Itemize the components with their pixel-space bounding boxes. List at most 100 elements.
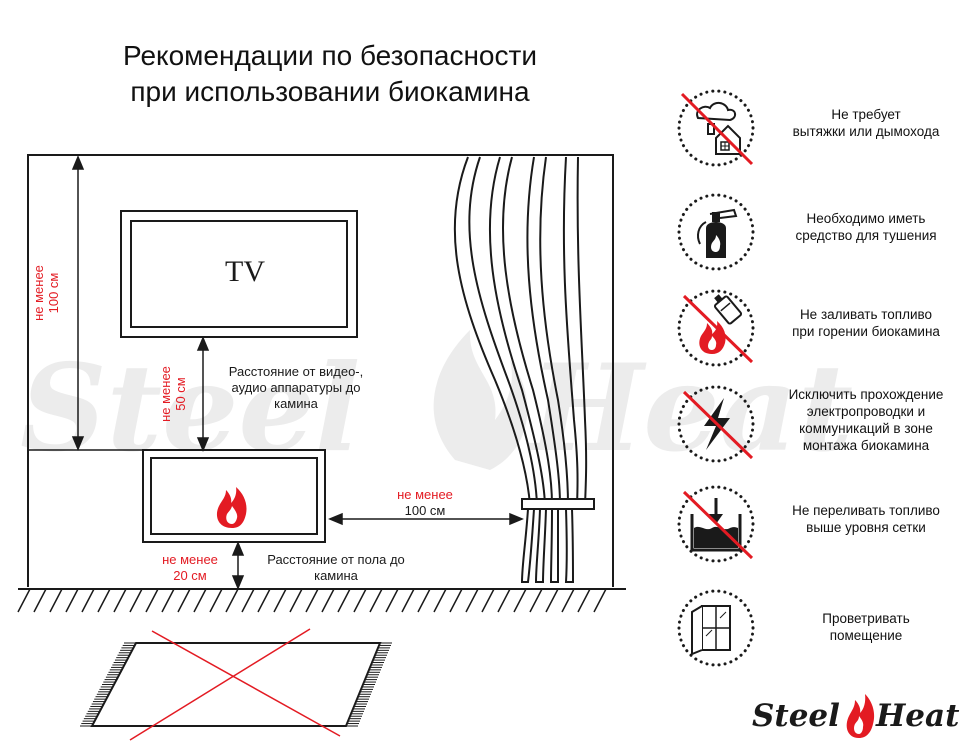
floor-hatch-line [433, 588, 447, 613]
tv-gap-min-label: не менее [158, 366, 173, 422]
wall-height-value: 100 см [46, 272, 61, 314]
tv-gap-label: не менее 50 см [158, 354, 192, 434]
floor-hatch-line [65, 588, 79, 613]
steel-heat-watermark: Steel Heat [20, 330, 853, 479]
rule-text-line: коммуникаций в зоне [799, 421, 933, 436]
height-dimension-line [28, 155, 143, 451]
floor-hatch-line [321, 588, 335, 613]
floor-hatch-line [417, 588, 431, 613]
fireplace-flame-icon [216, 487, 247, 528]
rule-text: Не требует вытяжки или дымохода [764, 106, 968, 140]
tv-frame [120, 210, 358, 338]
floor-hatch-line [497, 588, 511, 613]
curtain-gap-min-label: не менее [397, 487, 453, 502]
floor-hatch-line [465, 588, 479, 613]
floor-hatch-line [513, 588, 527, 613]
rule-text-line: Исключить прохождение [788, 387, 944, 402]
ventilate-window-icon [677, 589, 755, 667]
rule-text: Не заливать топливо при горении биокамин… [764, 306, 968, 340]
floor-hatch-line [529, 588, 543, 613]
floor-hatch-line [81, 588, 95, 613]
floor-hatch-line [337, 588, 351, 613]
no-refuel-while-burning-icon [677, 289, 755, 367]
biofireplace-frame [142, 449, 326, 543]
logo-word-heat: Heat [876, 698, 960, 734]
floor-hatch-line [561, 588, 575, 613]
floor-hatch-line [49, 588, 63, 613]
rule-item: Не заливать топливо при горении биокамин… [668, 288, 968, 388]
rule-text-line: монтажа биокамина [802, 438, 930, 453]
floor-hatch-line [289, 588, 303, 613]
floor-hatch-line [177, 588, 191, 613]
rule-text: Проветривать помещение [764, 610, 968, 644]
rule-text: Не переливать топливо выше уровня сетки [764, 502, 968, 536]
no-electrical-wiring-icon [677, 385, 755, 463]
steel-heat-logo: Steel Heat [752, 690, 962, 742]
floor-hatch-line [17, 588, 31, 613]
rule-item: Исключить прохождение электропроводки и … [668, 384, 968, 484]
rule-text-line: помещение [829, 628, 903, 643]
floor-hatch-line [369, 588, 383, 613]
wall-height-min-label: не менее [31, 265, 46, 321]
rule-text: Исключить прохождение электропроводки и … [764, 386, 968, 454]
rule-text-line: выше уровня сетки [806, 520, 926, 535]
floor-hatch-line [241, 588, 255, 613]
rule-item: Не требует вытяжки или дымохода [668, 88, 968, 188]
no-chimney-icon [677, 89, 755, 167]
floor-hatch-line [449, 588, 463, 613]
title-line-2: при использовании биокамина [130, 76, 530, 107]
floor-hatch-line [353, 588, 367, 613]
floor-gap-dimension-line [231, 541, 245, 590]
tv-gap-description-line: Расстояние от видео-, [228, 364, 364, 379]
tv-gap-description-line: камина [274, 396, 318, 411]
floor-hatch-line [225, 588, 239, 613]
floor-hatch-line [113, 588, 127, 613]
floor-hatch-line [385, 588, 399, 613]
title-line-1: Рекомендации по безопасности [123, 40, 537, 71]
rule-text-line: при горении биокамина [792, 324, 940, 339]
floor-hatch-line [209, 588, 223, 613]
rule-text-line: электропроводки и [806, 404, 926, 419]
floor-hatch-line [273, 588, 287, 613]
rule-text-line: Необходимо иметь [806, 211, 926, 226]
floor-gap-label: не менее 20 см [150, 552, 230, 584]
floor-hatch-line [33, 588, 47, 613]
tv-gap-description: Расстояние от видео-, аудио аппаратуры д… [206, 364, 386, 412]
prohibited-rug [80, 628, 392, 741]
rule-text-line: вытяжки или дымохода [792, 124, 940, 139]
page-title: Рекомендации по безопасности при использ… [40, 38, 620, 110]
tv-gap-value: 50 см [173, 377, 188, 411]
rule-item: Не переливать топливо выше уровня сетки [668, 484, 968, 584]
curtain-gap-dimension-line [328, 512, 524, 526]
floor-gap-description: Расстояние от пола до камина [246, 552, 426, 584]
wall-height-label: не менее 100 см [31, 243, 65, 343]
logo-word-steel: Steel [752, 698, 840, 734]
rule-item: Необходимо иметь средство для тушения [668, 192, 968, 292]
svg-text:Heat: Heat [527, 338, 853, 479]
rule-text-line: средство для тушения [795, 228, 937, 243]
floor-hatch-line [305, 588, 319, 613]
floor-hatch-line [577, 588, 591, 613]
curtain-gap-value: 100 см [404, 503, 446, 518]
rule-text-line: Проветривать [822, 611, 910, 626]
fire-extinguisher-icon [677, 193, 755, 271]
floor-hatch-line [161, 588, 175, 613]
floor-hatch-line [145, 588, 159, 613]
floor-gap-min-label: не менее [162, 552, 218, 567]
tv-label: TV [225, 255, 265, 288]
rule-item: Проветривать помещение [668, 588, 968, 688]
floor-hatch [17, 588, 626, 613]
floor-gap-description-line: Расстояние от пола до [267, 552, 405, 567]
floor-hatch-line [257, 588, 271, 613]
floor-hatch-line [401, 588, 415, 613]
floor-hatch-line [193, 588, 207, 613]
floor-hatch-line [593, 588, 607, 613]
rule-text: Необходимо иметь средство для тушения [764, 210, 968, 244]
logo-flame-icon [846, 694, 875, 738]
wall-outline [27, 154, 614, 587]
floor-hatch-line [97, 588, 111, 613]
rule-text-line: Не заливать топливо [799, 307, 933, 322]
floor-gap-description-line: камина [314, 568, 358, 583]
curtain-gap-label: не менее 100 см [370, 487, 480, 519]
